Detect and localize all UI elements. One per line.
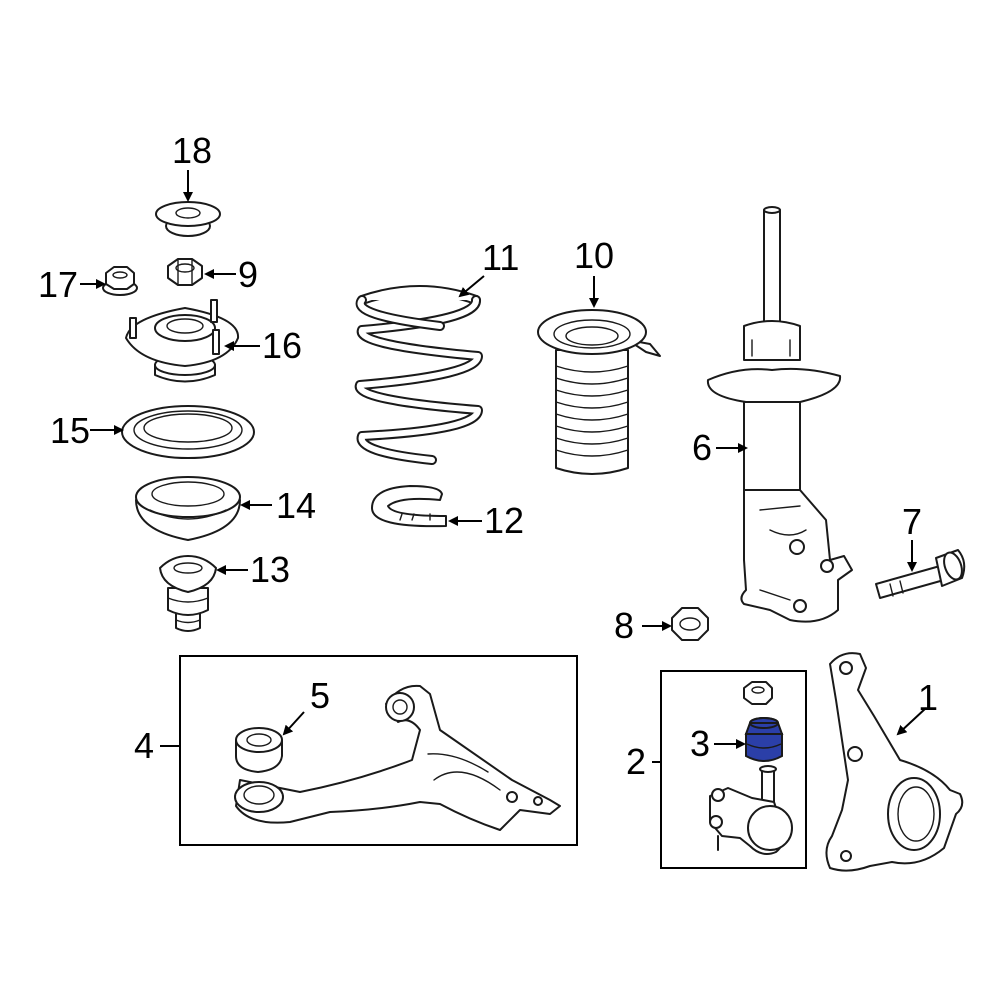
part-15-bearing[interactable] [121, 405, 255, 459]
callout-11: 11 [482, 237, 519, 278]
callout-16: 16 [262, 325, 302, 366]
part-16-strut-mount[interactable] [125, 299, 240, 383]
part-17-nut[interactable] [102, 266, 138, 296]
callout-14: 14 [276, 485, 316, 526]
callout-12: 12 [484, 500, 524, 541]
part-2-group-box [660, 670, 807, 869]
callout-18: 18 [172, 130, 212, 171]
part-2-ball-joint[interactable] [709, 681, 793, 855]
callout-4: 4 [134, 725, 154, 766]
callout-2: 2 [626, 741, 646, 782]
callout-3: 3 [690, 723, 710, 764]
part-18-bump-cap[interactable] [155, 201, 221, 237]
part-1-steering-knuckle[interactable] [825, 652, 964, 872]
part-14-spring-seat[interactable] [135, 476, 241, 541]
leader-lines [80, 170, 927, 763]
callout-17: 17 [38, 264, 78, 305]
callout-6: 6 [692, 427, 712, 468]
part-4-lower-control-arm[interactable] [234, 684, 561, 831]
part-10-dust-boot[interactable] [537, 309, 661, 475]
part-13-bump-stop[interactable] [159, 555, 217, 632]
callout-7: 7 [902, 501, 922, 542]
part-6-strut-assembly[interactable] [706, 206, 853, 623]
part-8-nut[interactable] [671, 607, 709, 641]
callout-labels: 18 9 17 16 15 14 13 11 10 12 6 7 8 1 5 4… [38, 130, 938, 782]
callout-5: 5 [310, 675, 330, 716]
part-11-coil-spring[interactable] [354, 285, 483, 465]
part-12-spring-insulator[interactable] [371, 485, 447, 528]
callout-15: 15 [50, 410, 90, 451]
part-3-ball-joint-boot[interactable] [744, 717, 784, 762]
part-4-group-box [179, 655, 578, 846]
part-7-bolt[interactable] [875, 549, 966, 599]
part-5-bushing[interactable] [235, 727, 283, 773]
callout-9: 9 [238, 254, 258, 295]
callout-8: 8 [614, 605, 634, 646]
callout-10: 10 [574, 235, 614, 276]
callout-1: 1 [918, 677, 938, 718]
callout-13: 13 [250, 549, 290, 590]
part-9-nut[interactable] [167, 258, 203, 286]
